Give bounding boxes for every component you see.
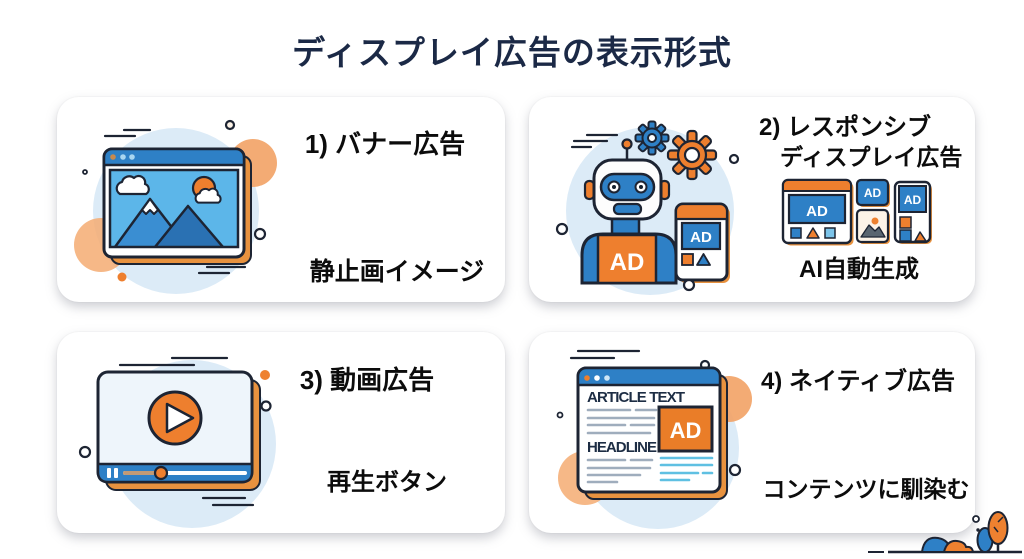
card-native-ad: ARTICLE TEXT AD HEADLINE	[529, 332, 975, 533]
native-ad-illustration: ARTICLE TEXT AD HEADLINE	[556, 349, 752, 529]
portrait-ad-mockup: AD	[893, 180, 932, 244]
ad-caption-lines	[659, 456, 714, 482]
speed-lines	[103, 128, 247, 275]
bush-icon	[943, 539, 974, 553]
mountain-icon	[860, 224, 886, 238]
ad-label: AD	[864, 186, 882, 200]
robot-chest-panel	[596, 233, 658, 285]
gear-icon	[666, 129, 718, 181]
image-ad-mockup	[855, 208, 890, 244]
tablet-ad-icon: AD	[674, 202, 730, 283]
snow-cap	[141, 198, 159, 215]
decor-circle	[78, 445, 92, 459]
video-player-illustration	[78, 356, 276, 528]
ad-label: AD	[806, 203, 828, 220]
robot-icon: AD	[580, 138, 678, 285]
antenna-ball	[621, 138, 633, 150]
decor-circle	[728, 463, 742, 477]
card-heading-line2: ディスプレイ広告	[780, 144, 963, 170]
card-caption: 再生ボタン	[327, 469, 447, 496]
decor-circle	[260, 400, 272, 412]
video-player-icon	[96, 370, 254, 484]
card-caption: 静止画イメージ	[309, 258, 485, 286]
orange-dot	[117, 272, 127, 282]
banner-ad-illustration	[74, 119, 277, 294]
card-heading: 2) レスポンシブ ディスプレイ広告	[759, 113, 962, 172]
decor-circle	[253, 227, 267, 241]
landscape-decoration	[868, 511, 1022, 554]
square-ad-mockup: AD	[855, 178, 890, 207]
article-lines	[586, 408, 658, 435]
decor-circle	[728, 153, 740, 165]
leaderboard-ad-mockup: AD	[781, 178, 854, 246]
article-lines	[586, 458, 654, 484]
article-text-label: ARTICLE TEXT	[587, 389, 685, 406]
decor-circle	[976, 528, 980, 532]
article-mockup: ARTICLE TEXT AD HEADLINE	[576, 366, 722, 494]
orange-dot	[260, 370, 270, 380]
gear-icon	[634, 120, 670, 156]
card-caption: AI自動生成	[799, 256, 919, 283]
decor-circle	[682, 278, 696, 292]
card-heading: 1) バナー広告	[304, 129, 466, 159]
decor-circle	[82, 169, 88, 175]
ad-label: AD	[690, 229, 712, 246]
mountain-icon	[153, 204, 225, 247]
pause-icon	[107, 468, 118, 478]
speed-lines	[118, 356, 255, 507]
sun-icon	[871, 217, 879, 225]
ad-label: AD	[904, 193, 922, 207]
ad-label: AD	[610, 249, 645, 276]
speed-lines	[570, 133, 619, 149]
headline-label: HEADLINE	[587, 439, 657, 456]
decor-circle	[556, 411, 564, 419]
robot-visor	[599, 172, 656, 202]
cloud-icon	[115, 174, 150, 196]
page-title: ディスプレイ広告の表示形式	[292, 34, 732, 71]
card-video-ad: 3) 動画広告 再生ボタン	[57, 332, 505, 533]
robot-mouth	[612, 202, 643, 216]
play-triangle	[165, 402, 195, 434]
browser-window-icon	[102, 147, 246, 259]
cloud-icon	[194, 187, 222, 204]
speed-lines	[569, 349, 641, 360]
card-heading: 3) 動画広告	[299, 365, 435, 395]
robot-ai-illustration: AD AD	[555, 120, 740, 295]
decor-circle	[972, 515, 980, 523]
progress-knob	[153, 465, 169, 481]
card-banner-ad: 1) バナー広告 静止画イメージ	[57, 97, 505, 302]
decor-circle	[224, 119, 236, 131]
ad-box	[657, 405, 714, 453]
card-heading: 4) ネイティブ広告	[760, 368, 956, 395]
card-caption: コンテンツに馴染む	[762, 476, 970, 502]
card-responsive-display-ad: AD AD 2) レスポンシブ ディスプレイ広告	[529, 97, 975, 302]
tree-icon	[987, 511, 1009, 545]
ad-label: AD	[670, 418, 702, 443]
decor-circle	[555, 222, 569, 236]
card-heading-line1: 2) レスポンシブ	[759, 114, 932, 141]
ad-size-mockups: AD AD AD	[781, 178, 932, 246]
